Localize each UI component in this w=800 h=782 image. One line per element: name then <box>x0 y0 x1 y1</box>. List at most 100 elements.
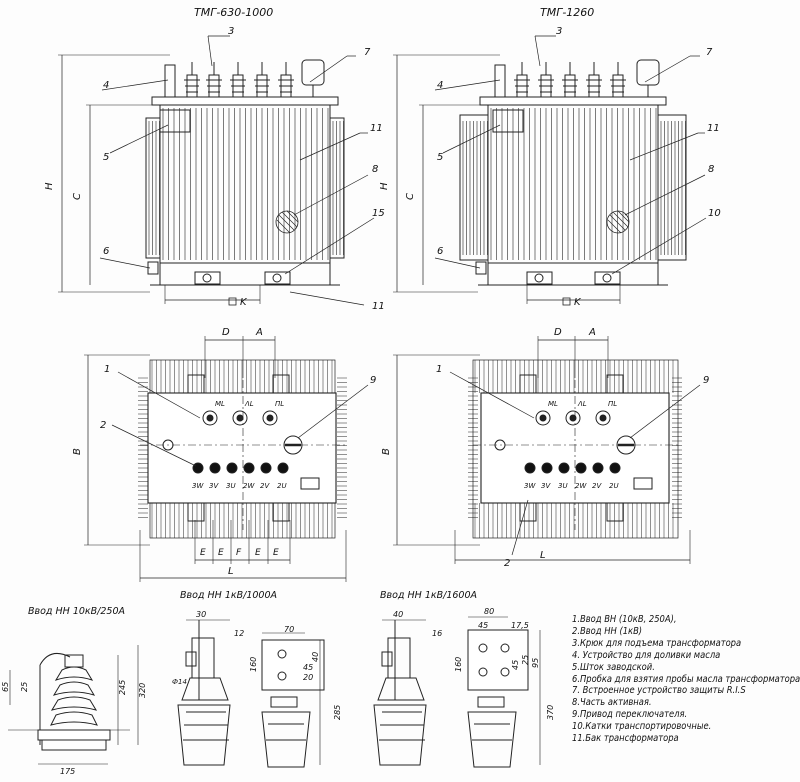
lv-terminal-label: 2V <box>260 482 270 490</box>
callout-left-4: 4 <box>103 80 109 91</box>
left-front-view <box>58 54 345 306</box>
callout-plan-left-9: 9 <box>370 375 376 386</box>
dim-K-left: K <box>240 297 248 308</box>
legend-item: 11.Бак трансформатора <box>572 733 679 745</box>
lv1600-bushing-detail <box>373 616 541 768</box>
right-plan-view <box>393 336 691 564</box>
hv-terminal-label: ΛL <box>244 400 254 408</box>
dim-A-right: A <box>588 327 596 338</box>
dim-E3-left: E <box>255 548 261 558</box>
dim-lv1000-30: 30 <box>196 610 206 619</box>
dim-E1-left: E <box>200 548 206 558</box>
lv-terminal-label: 2W <box>243 482 255 490</box>
dim-lv1000-70: 70 <box>284 625 294 634</box>
legend-item: 8.Часть активная. <box>572 697 652 709</box>
left-plan-callouts <box>111 371 369 467</box>
callout-right-3: 3 <box>556 26 562 37</box>
callout-left-15: 15 <box>372 208 385 219</box>
hv-terminal-label: ΜL <box>215 400 225 408</box>
dim-D-right: D <box>554 327 562 338</box>
hv-bushing-detail <box>8 645 139 765</box>
dim-lv1600-16: 16 <box>432 629 442 638</box>
callout-right-10: 10 <box>708 208 721 219</box>
callout-plan-right-2: 2 <box>504 558 510 569</box>
legend-item: 3.Крюк для подъема трансформатора <box>572 637 742 649</box>
dim-hv-175: 175 <box>60 767 75 776</box>
lv-terminal-label: 2U <box>277 482 287 490</box>
callout-right-7: 7 <box>706 47 713 58</box>
callout-left-11b: 11 <box>372 301 385 312</box>
dim-C-left: C <box>72 193 83 200</box>
callout-left-5: 5 <box>103 152 109 163</box>
dim-lv1600-160: 160 <box>454 657 463 672</box>
lv-terminal-label: 3U <box>558 482 568 490</box>
right-front-view <box>393 54 687 306</box>
right-plan-callouts <box>449 371 701 556</box>
dim-lv1000-45: 45 <box>303 663 313 672</box>
lv-terminal-label: 3V <box>209 482 219 490</box>
dim-hv-25: 25 <box>20 682 29 692</box>
legend-item: 5.Шток заводской. <box>572 661 655 673</box>
left-front-callouts <box>99 35 375 306</box>
dim-H-left: H <box>44 182 55 190</box>
callout-left-7: 7 <box>364 47 371 58</box>
dim-B-left: B <box>72 448 83 455</box>
legend-item: 9.Привод переключателя. <box>572 709 688 721</box>
dim-B-right: B <box>381 448 392 455</box>
dim-lv1600-17-5: 17,5 <box>511 621 529 630</box>
dim-L-right: L <box>540 550 546 561</box>
lv-terminal-label: 2W <box>575 482 587 490</box>
title-bushing-hv: Ввод НН 10кВ/250А <box>28 606 125 617</box>
dim-lv1600-370: 370 <box>546 705 555 720</box>
dim-lv1000-20: 20 <box>303 673 313 682</box>
lv-terminal-label: 3V <box>541 482 551 490</box>
dim-C-right: C <box>405 193 416 200</box>
dim-K-right: K <box>574 297 582 308</box>
dim-H-right: H <box>379 182 390 190</box>
lv1000-bushing-detail <box>177 619 325 768</box>
dim-lv1000-285: 285 <box>333 705 342 720</box>
legend-item: 2.Ввод НН (1кВ) <box>572 625 643 637</box>
hv-terminal-label: ΠL <box>275 400 284 408</box>
hv-terminal-label: ΠL <box>608 400 617 408</box>
lv-terminal-label: 2V <box>592 482 602 490</box>
dim-E4-left: E <box>273 548 279 558</box>
dim-lv1600-40: 40 <box>393 610 403 619</box>
callout-left-8: 8 <box>372 164 378 175</box>
legend-item: 1.Ввод ВН (10кВ, 250А), <box>572 614 677 625</box>
callout-left-3: 3 <box>228 26 234 37</box>
callout-left-6: 6 <box>103 246 109 257</box>
title-bushing-lv1000: Ввод НН 1кВ/1000А <box>180 590 277 601</box>
dim-hv-65: 65 <box>1 682 10 692</box>
hv-terminal-label: ΛL <box>577 400 587 408</box>
dim-lv1000-phi14: Ф14 <box>172 678 187 686</box>
dim-lv1600-25: 25 <box>521 655 530 665</box>
dim-lv1000-12: 12 <box>234 629 244 638</box>
title-right-view: ТМГ-1260 <box>540 6 594 19</box>
callout-left-11a: 11 <box>370 123 383 134</box>
lv-terminal-label: 3U <box>226 482 236 490</box>
dim-E2-left: E <box>218 548 224 558</box>
right-front-callouts <box>434 35 707 275</box>
parts-legend: 1.Ввод ВН (10кВ, 250А), 2.Ввод НН (1кВ) … <box>572 614 800 745</box>
dim-D-left: D <box>222 327 230 338</box>
dim-lv1600-45side: 45 <box>511 660 520 670</box>
dim-A-left: A <box>255 327 263 338</box>
legend-item: 4. Устройство для доливки масла <box>572 649 721 661</box>
callout-right-8: 8 <box>708 164 714 175</box>
dim-lv1000-160: 160 <box>249 657 258 672</box>
title-bushing-lv1600: Ввод НН 1кВ/1600А <box>380 590 477 601</box>
callout-right-11: 11 <box>707 123 720 134</box>
callout-plan-right-9: 9 <box>703 375 709 386</box>
dim-L-left: L <box>228 566 234 577</box>
legend-item: 10.Катки транспортировочные. <box>572 721 712 733</box>
dim-hv-320: 320 <box>138 683 147 698</box>
callout-right-5: 5 <box>437 152 443 163</box>
legend-item: 7. Встроенное устройство защиты R.I.S <box>572 685 746 697</box>
dim-lv1600-45top: 45 <box>478 621 488 630</box>
hv-terminal-label: ΜL <box>548 400 558 408</box>
dim-hv-245: 245 <box>118 680 127 695</box>
callout-right-6: 6 <box>437 246 443 257</box>
